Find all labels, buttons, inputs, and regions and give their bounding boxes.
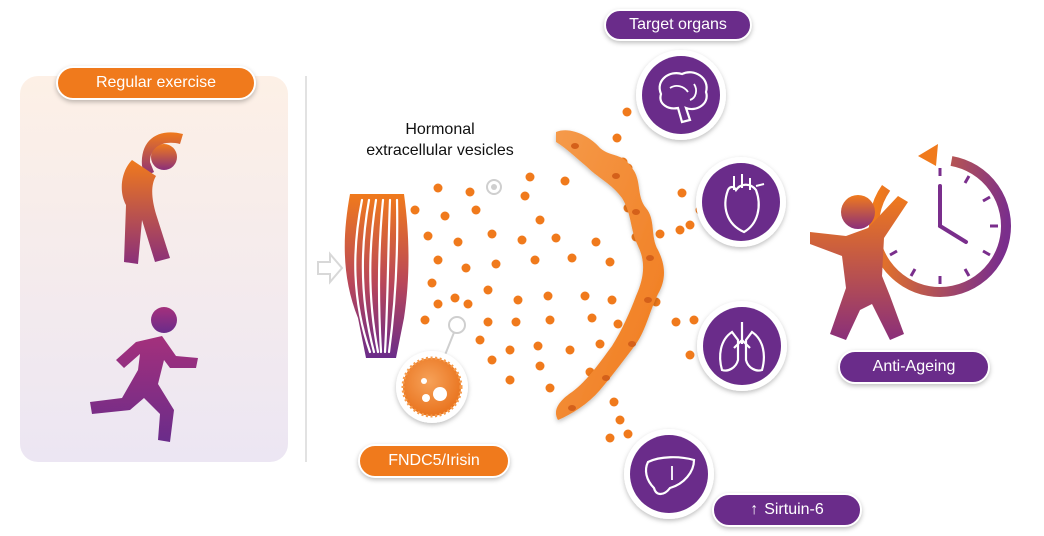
target-organs-label: Target organs (604, 9, 752, 41)
muscle-icon (344, 194, 409, 358)
brain-icon (636, 50, 726, 140)
liver-icon (624, 429, 714, 519)
fndc5-irisin-label: FNDC5/Irisin (358, 444, 510, 478)
irisin-vesicle-icon (396, 316, 468, 423)
stretching-person-icon (121, 132, 183, 264)
vesicle-dots (410, 107, 705, 443)
hormonal-ev-label-line2: extracellular vesicles (366, 142, 514, 159)
ev-pointer-icon (486, 179, 502, 195)
regular-exercise-label: Regular exercise (56, 66, 256, 100)
exercise-panel (20, 76, 288, 462)
cell-nuclei (568, 143, 654, 411)
anti-ageing-label: Anti-Ageing (838, 350, 990, 384)
running-person-icon (90, 307, 198, 442)
heart-icon (696, 157, 786, 247)
jumping-person-icon (810, 195, 908, 340)
sirtuin-6-text: Sirtuin-6 (764, 501, 824, 518)
hormonal-ev-label-line1: Hormonal (405, 121, 475, 138)
hormonal-ev-label: Hormonal extracellular vesicles (330, 119, 550, 161)
endothelial-cells-icon (555, 130, 664, 420)
sirtuin-6-label: ↑ Sirtuin-6 (712, 493, 862, 527)
lungs-icon (697, 301, 787, 391)
up-arrow-icon: ↑ (750, 501, 759, 518)
flow-arrow-icon (317, 251, 344, 285)
